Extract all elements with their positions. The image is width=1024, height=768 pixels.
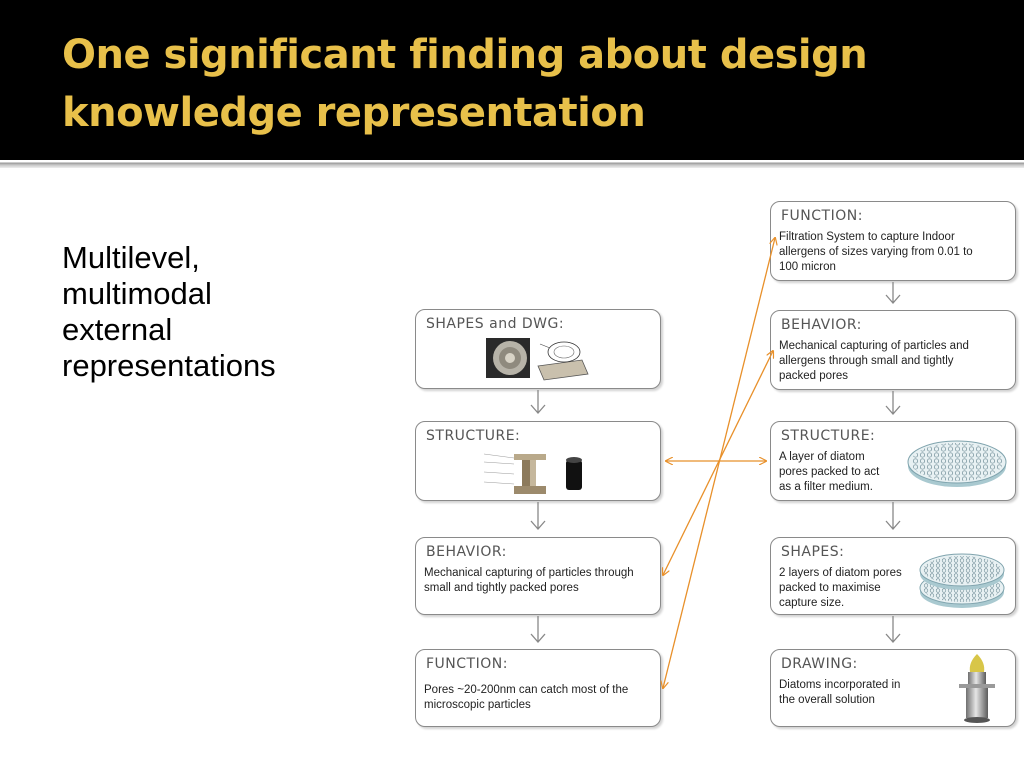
- box-text-line: the overall solution: [779, 694, 875, 706]
- down-arrow-icon: [885, 282, 901, 304]
- box-description: A layer of diatom pores packed to act as…: [779, 450, 879, 495]
- box-description: Filtration System to capture Indoor alle…: [779, 230, 973, 275]
- box-title: DRAWING:: [781, 656, 858, 672]
- box-text-line: packed to maximise: [779, 582, 881, 594]
- right-box-behavior: BEHAVIOR: Mechanical capturing of partic…: [770, 310, 1016, 390]
- box-text-line: 100 micron: [779, 261, 836, 273]
- bullet-line-1: Multilevel,: [62, 240, 200, 275]
- right-box-function: FUNCTION: Filtration System to capture I…: [770, 201, 1016, 281]
- box-title: BEHAVIOR:: [781, 317, 862, 333]
- down-arrow-icon: [885, 616, 901, 643]
- down-arrow-icon: [530, 502, 546, 530]
- right-box-structure: STRUCTURE: A layer of diatom pores packe…: [770, 421, 1016, 501]
- box-description: Pores ~20-200nm can catch most of the mi…: [424, 683, 628, 713]
- diatom-disc-image: [907, 440, 1007, 487]
- box-text-line: Diatoms incorporated in: [779, 679, 901, 691]
- bullet-text: Multilevel, multimodal external represen…: [62, 240, 362, 384]
- slide-title-line-2: knowledge representation: [62, 90, 646, 136]
- box-title: FUNCTION:: [781, 208, 863, 224]
- down-arrow-icon: [530, 616, 546, 643]
- link-behavior-behavior: [663, 351, 773, 575]
- right-box-drawing: DRAWING: Diatoms incorporated in the ove…: [770, 649, 1016, 727]
- title-bar: [0, 0, 1024, 160]
- air-purifier-drawing-image: [959, 654, 995, 723]
- box-description: 2 layers of diatom pores packed to maxim…: [779, 566, 902, 611]
- left-box-behavior: BEHAVIOR: Mechanical capturing of partic…: [415, 537, 661, 615]
- box-description: Diatoms incorporated in the overall solu…: [779, 678, 900, 708]
- slide-title: One significant finding about design kno…: [62, 26, 1002, 142]
- box-text-line: Filtration System to capture Indoor: [779, 231, 955, 243]
- right-box-shapes: SHAPES: 2 layers of diatom pores packed …: [770, 537, 1016, 615]
- stacked-diatom-discs-image: [919, 553, 1005, 608]
- box-title: SHAPES:: [781, 544, 845, 560]
- box-title: SHAPES and DWG:: [426, 316, 565, 332]
- box-title: BEHAVIOR:: [426, 544, 507, 560]
- box-text-line: as a filter medium.: [779, 481, 873, 493]
- box-text-line: small and tightly packed pores: [424, 582, 579, 594]
- link-function-function: [663, 238, 775, 688]
- box-text-line: Mechanical capturing of particles throug…: [424, 567, 634, 579]
- box-text-line: pores packed to act: [779, 466, 880, 478]
- box-text-line: microscopic particles: [424, 699, 531, 711]
- box-text-line: packed pores: [779, 370, 849, 382]
- box-text-line: allergens through small and tightly: [779, 355, 954, 367]
- down-arrow-icon: [530, 390, 546, 414]
- box-description: Mechanical capturing of particles and al…: [779, 339, 969, 384]
- left-box-structure: STRUCTURE:: [415, 421, 661, 501]
- title-divider: [0, 160, 1024, 168]
- down-arrow-icon: [885, 391, 901, 415]
- box-title: FUNCTION:: [426, 656, 508, 672]
- box-text-line: Pores ~20-200nm can catch most of the: [424, 684, 629, 696]
- box-text-line: Mechanical capturing of particles and: [779, 340, 969, 352]
- box-text-line: allergens of sizes varying from 0.01 to: [779, 246, 973, 258]
- diatom-photo-image: [486, 338, 589, 381]
- box-title: STRUCTURE:: [426, 428, 521, 444]
- box-text-line: capture size.: [779, 597, 845, 609]
- cross-link-arrows: [663, 238, 775, 688]
- box-title: STRUCTURE:: [781, 428, 876, 444]
- box-text-line: A layer of diatom: [779, 451, 865, 463]
- filter-structure-image: [483, 453, 582, 494]
- left-box-shapes-dwg: SHAPES and DWG:: [415, 309, 661, 389]
- down-arrow-icon: [885, 502, 901, 530]
- box-text-line: 2 layers of diatom pores: [779, 567, 902, 579]
- slide-title-line-1: One significant finding about design: [62, 32, 868, 78]
- bullet-line-3: external: [62, 312, 173, 347]
- bullet-line-2: multimodal: [62, 276, 212, 311]
- bullet-line-4: representations: [62, 348, 276, 383]
- box-description: Mechanical capturing of particles throug…: [424, 566, 634, 596]
- left-box-function: FUNCTION: Pores ~20-200nm can catch most…: [415, 649, 661, 727]
